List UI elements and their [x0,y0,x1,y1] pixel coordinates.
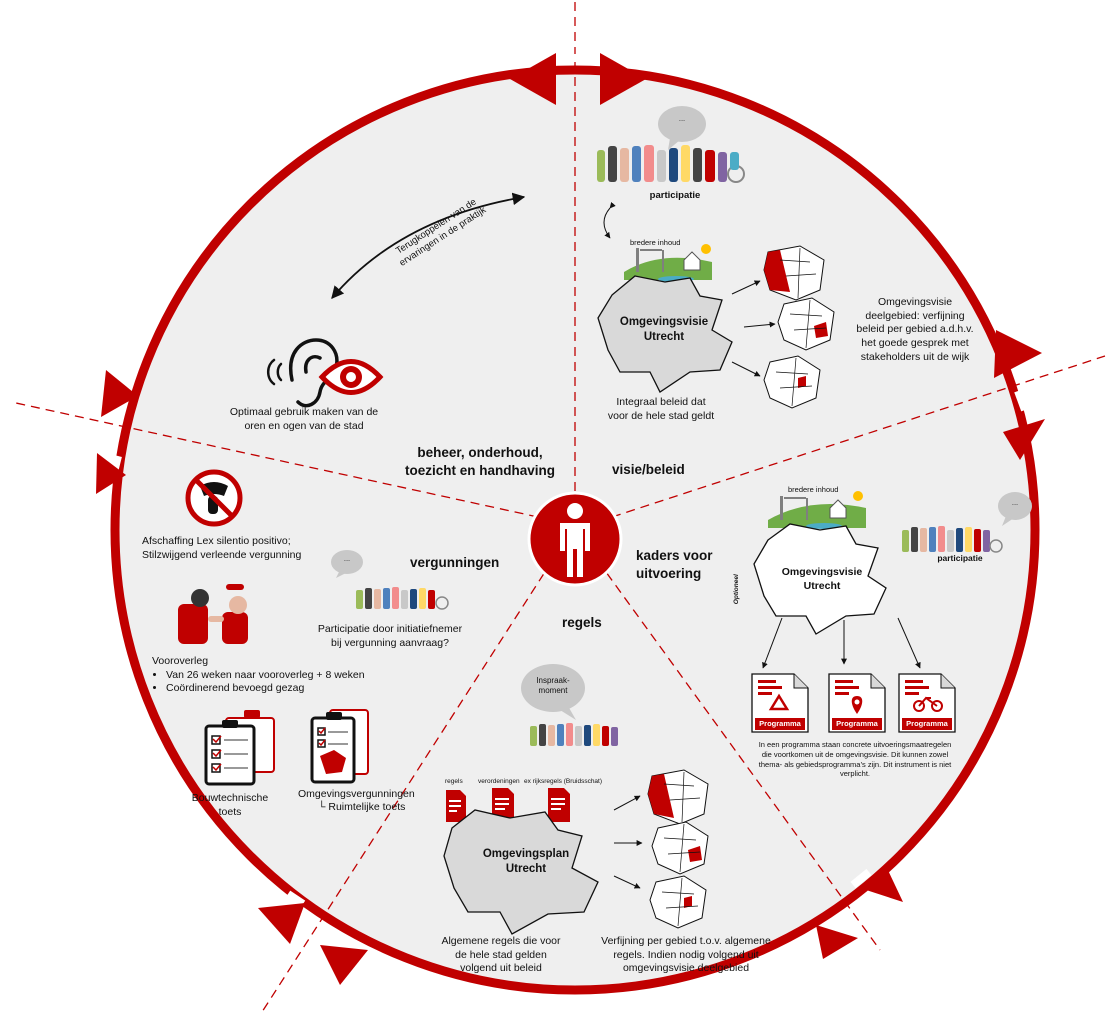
ring-arrow-right-lower [1003,419,1045,460]
programma-doc-location [828,673,886,733]
vooroverleg-title: Vooroverleg [152,655,209,667]
participation-people-icon-regels [530,723,618,746]
doc-label-verordeningen: verordeningen [478,778,520,785]
lex-silentio-caption: Afschaffing Lex silentio positivo; Stilz… [142,535,302,561]
doc-icon-regels [446,790,466,822]
section-title-vergunningen: vergunningen [410,555,500,570]
district-map-icon-3 [763,355,821,409]
programma-label-1: Programma [759,719,801,728]
algemene-regels-caption: Algemene regels die voor de hele stad ge… [441,935,561,975]
ring-arrow-bottom-left-a [258,903,305,944]
deelgebied-arrows [731,280,776,377]
participatie-label-visie: participatie [649,190,701,201]
district-map-icon-regels-1 [647,769,709,825]
speech-bubble-visie [658,106,706,142]
divider-lower-right [597,560,881,951]
programma-doc-bicycle [898,673,956,733]
checklist-icon-omgevingsvergunning [310,709,369,784]
speech-bubble-kaders [998,492,1032,520]
omgevingsvergunningen-label: Omgevingsvergunningen [298,788,415,800]
map-title-regels: Omgevingsplan Utrecht [482,848,570,875]
doc-icon-bruidsschat [548,788,570,822]
ring-arrow-left-upper [101,370,138,417]
recycle-icon [768,693,790,711]
verfijning-caption: Verfijning per gebied t.o.v. algemene re… [601,935,771,975]
programma-caption: In een programma staan concrete uitvoeri… [758,740,952,779]
participatie-initiatiefnemer-caption: Participatie door initiatiefnemer bij ve… [317,623,463,649]
ring-arrow-bottom-right-b [816,925,858,959]
ears-eyes-caption: Optimaal gebruik maken van de oren en og… [229,406,379,432]
inspraak-bubble-text: Inspraak- moment [536,676,570,696]
landscape-icon-visie [624,244,712,282]
district-map-icon-1 [763,245,825,301]
eye-icon [318,359,384,395]
ring-arrowheads [96,53,1045,985]
ruimtelijke-toets-label: └ Ruimtelijke toets [318,801,406,813]
bredere-inhoud-label-kaders: bredere inhoud [788,485,839,494]
programma-label-3: Programma [906,719,948,728]
inspraak-bubble [521,664,585,712]
ring-arrow-right-upper [994,330,1042,378]
bredere-inhoud-label-visie: bredere inhoud [630,238,681,247]
section-title-visie: visie/beleid [612,462,685,477]
ring-arrow-top-right [600,53,646,105]
speech-bubble-vergunningen-text: ... [343,554,351,563]
map-omgevingsplan-utrecht [443,809,599,935]
programma-arrows [762,617,921,669]
regels-arrows [613,795,643,889]
section-title-beheer: beheer, onderhoud, toezicht en handhavin… [404,445,555,479]
district-map-icon-2 [777,297,835,351]
person-icon [560,503,590,577]
doc-label-bruidsschat: ex rijksregels (Bruidsschat) [524,778,603,785]
participation-people-icon-kaders [902,526,1003,553]
meeting-people-icon [178,584,248,644]
vooroverleg-list: Van 26 weken naar vooroverleg + 8 weken … [152,669,365,696]
doc-icon-verordeningen [492,788,514,822]
checklist-icon-bouwtechnisch [204,710,275,786]
participation-people-icon-visie [597,145,745,183]
section-title-kaders: kaders voor uitvoering [636,548,713,582]
location-pin-icon [851,696,863,714]
district-map-icon-regels-3 [649,875,707,929]
map-title-kaders: Omgevingsvisie Utrecht [781,566,863,592]
programma-label-2: Programma [836,719,878,728]
map-omgevingsvisie-utrecht [597,275,733,393]
vooroverleg-bullet: Van 26 weken naar vooroverleg + 8 weken [166,669,365,683]
participatie-label-kaders: participatie [937,553,983,563]
vooroverleg-bullet: Coördinerend bevoegd gezag [166,682,365,696]
district-map-icon-regels-2 [651,821,709,875]
integral-caption: Integraal beleid dat voor de hele stad g… [607,396,715,422]
section-dividers [15,2,1106,1013]
participation-people-icon-vergunningen [356,587,449,610]
programma-doc-recycle [751,673,809,733]
feedback-arrow [331,192,526,299]
bicycle-icon [913,696,943,712]
doc-label-regels: regels [445,778,463,785]
ring-arrow-top-left [510,53,556,105]
ring-arrow-bottom-left-b [320,945,368,985]
vooroverleg-block: Vooroverleg Van 26 weken naar vooroverle… [152,655,365,696]
ring-arrow-bottom-right-a [860,866,903,902]
participatie-arrow [603,201,616,239]
ring-arrow-left-lower [96,453,126,494]
map-title-visie: Omgevingsvisie Utrecht [619,316,709,343]
map-omgevingsvisie-kaders [753,523,887,635]
speech-bubble-kaders-text: ... [1011,498,1019,507]
bouwtechnische-toets-label: Bouwtechnische toets [191,792,269,818]
section-title-regels: regels [562,615,602,630]
no-silence-icon [185,469,243,527]
deelgebied-caption: Omgevingsvisie deelgebied: verfijning be… [856,296,974,363]
optioneel-label: Optioneel [732,574,740,605]
speech-bubble-visie-text: ... [678,114,686,123]
speech-bubble-vergunningen [331,550,363,574]
divider-upper-right [611,355,1106,518]
